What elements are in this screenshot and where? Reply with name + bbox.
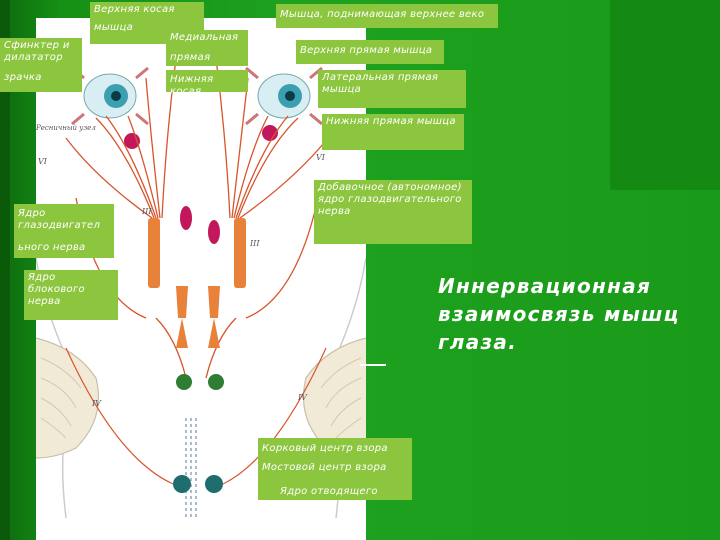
cerebellum-left <box>36 337 100 459</box>
mark-vi-left: VI <box>38 157 48 166</box>
eye-right <box>245 66 323 126</box>
label-levator: Мышца, поднимающая верхнее веко <box>276 4 498 28</box>
mark-vi-right: VI <box>316 153 326 162</box>
label-medial-rectus-line2: прямая <box>170 52 211 63</box>
label-inferior-oblique: Нижняя косая <box>166 70 248 97</box>
abducens-nucleus-right <box>205 475 223 493</box>
label-medial-rectus: Медиальная прямая <box>166 30 248 66</box>
nerve-diagram: Ресничный узел VI VI III III IV IV <box>36 57 366 519</box>
mark-iii-right: III <box>249 239 260 248</box>
cerebellum-folds-left <box>40 357 82 439</box>
accessory-nucleus-right <box>208 220 220 244</box>
mark-iii-left: III <box>141 207 152 216</box>
oculomotor-nucleus-right <box>234 218 246 288</box>
trochlear-nucleus-left <box>176 286 188 348</box>
slide-title: Иннервационная взаимосвязь мышц глаза. <box>438 274 680 354</box>
ciliary-ganglion-right <box>262 125 278 141</box>
left-stripe <box>0 0 10 540</box>
abducens-fibers <box>65 347 327 485</box>
label-oculomotor-nucleus-line2: ьного нерва <box>18 242 86 253</box>
label-pontine-center: Мостовой центр взора <box>262 462 387 473</box>
label-sphincter-line1: Сфинктер и дилататор <box>4 40 70 63</box>
label-accessory-nucleus: Добавочное (автономное) ядро глазодвигат… <box>314 180 472 244</box>
label-sphincter-line2: зрачка <box>4 72 42 83</box>
cerebellum-folds-right <box>320 357 362 439</box>
label-abducens-nucleus: Ядро отводящего нерва <box>280 486 378 509</box>
right-panel-top <box>610 0 720 190</box>
label-trochlear-nucleus: Ядро блокового нерва <box>24 270 118 320</box>
trochlear-nucleus-right <box>208 286 220 348</box>
label-medial-rectus-line1: Медиальная <box>170 32 239 43</box>
label-inferior-rectus: Нижняя прямая мышца <box>322 114 464 150</box>
label-cortical-center: Корковый центр взора <box>262 443 388 454</box>
abducens-nucleus-left <box>173 475 191 493</box>
mark-iv-right: IV <box>297 393 308 402</box>
label-lateral-rectus: Латеральная прямая мышца <box>318 70 466 108</box>
pontine-center-left <box>176 374 192 390</box>
label-upper-oblique-line1: Верхняя косая <box>94 4 175 15</box>
title-rule <box>360 364 386 366</box>
mark-ciliary: Ресничный узел <box>36 124 96 132</box>
label-upper-oblique-line2: мышца <box>94 22 134 33</box>
label-oculomotor-nucleus-line1: Ядро глазодвигател <box>18 208 101 231</box>
label-gaze-centers: Корковый центр взора Мостовой центр взор… <box>258 438 412 500</box>
label-oculomotor-nucleus: Ядро глазодвигател ьного нерва <box>14 204 114 258</box>
eye-left <box>71 66 149 126</box>
label-superior-rectus: Верхняя прямая мышца <box>296 40 444 64</box>
pontine-center-right <box>208 374 224 390</box>
mark-iv-left: IV <box>91 399 102 408</box>
midline-fibers <box>185 418 197 518</box>
accessory-nucleus-left <box>180 206 192 230</box>
label-sphincter: Сфинктер и дилататор зрачка <box>0 38 82 92</box>
oculomotor-nucleus-left <box>148 218 160 288</box>
